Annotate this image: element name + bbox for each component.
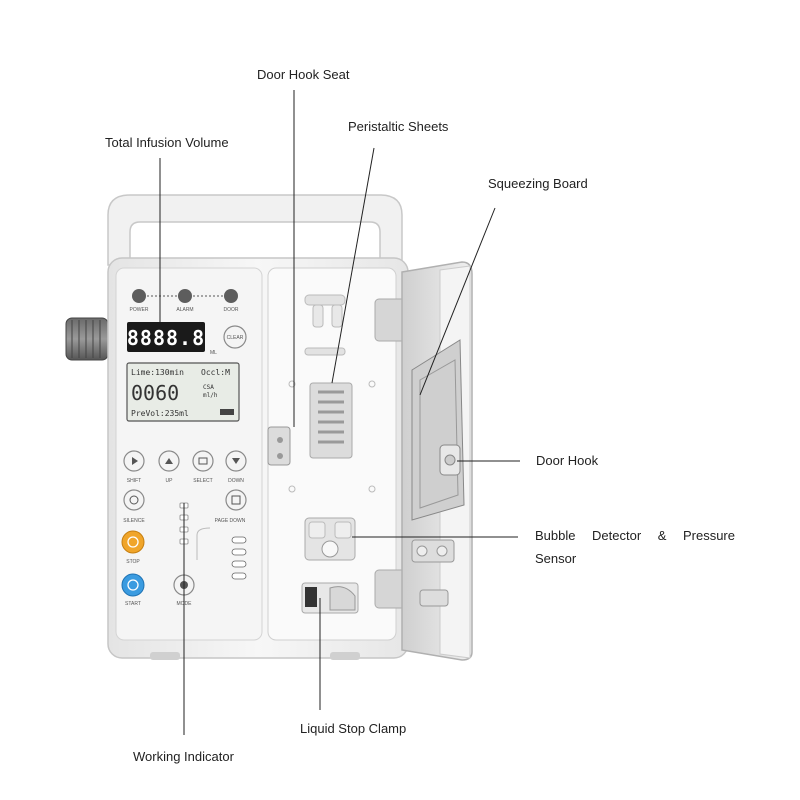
start-button	[121, 573, 145, 597]
device-part: Lime:130min	[131, 368, 184, 377]
device-part	[231, 560, 247, 568]
device-part: DOWN	[228, 478, 244, 484]
device-part: 0060	[131, 381, 179, 405]
device-part	[231, 536, 247, 544]
side-led-stack	[231, 536, 247, 580]
label-door-hook-seat: Door Hook Seat	[257, 67, 350, 82]
device-part	[277, 437, 283, 443]
device-part	[127, 536, 139, 548]
leader-lines	[159, 90, 520, 735]
device-part	[150, 652, 180, 660]
device-part: CSA	[203, 384, 214, 391]
device-part	[436, 545, 448, 557]
device-part	[224, 289, 238, 303]
device-part	[419, 589, 449, 607]
device-part	[196, 527, 211, 560]
door-hook-seat	[267, 426, 291, 466]
carry-handle	[107, 194, 403, 266]
device-part	[312, 304, 324, 328]
device-part	[419, 207, 496, 396]
working-indicator-leds	[179, 502, 211, 560]
device-part	[165, 458, 173, 464]
device-part: SILENCE	[123, 518, 145, 524]
device-part	[225, 489, 247, 511]
device-part: CLEAR	[227, 335, 244, 341]
device-part	[411, 539, 455, 563]
label-peristaltic-sheets: Peristaltic Sheets	[348, 119, 449, 134]
device-part	[132, 289, 146, 303]
device-part: START	[125, 601, 141, 607]
device-part	[132, 457, 138, 465]
status-label-power: POWER	[130, 307, 149, 313]
device-part: STOP	[126, 559, 140, 565]
led-digits: 8888.8	[127, 326, 205, 350]
device-part	[127, 579, 139, 591]
label-bubble-detector-line1: Bubble Detector & Pressure	[535, 528, 735, 543]
label-total-infusion-volume: Total Infusion Volume	[105, 135, 229, 150]
device-part	[288, 485, 296, 493]
device-part	[192, 450, 214, 472]
device-part	[231, 572, 247, 580]
device-part	[304, 347, 346, 356]
device-part	[232, 458, 240, 464]
device-part	[308, 521, 326, 539]
clear-button	[223, 325, 247, 349]
device-part	[331, 147, 375, 384]
lcd-screen	[126, 362, 240, 422]
control-panel	[115, 267, 263, 641]
device-part	[368, 380, 376, 388]
rotary-knob	[65, 317, 109, 361]
label-squeezing-board: Squeezing Board	[488, 176, 588, 191]
device-part	[334, 521, 352, 539]
device-part	[277, 453, 283, 459]
device-part	[178, 289, 192, 303]
led-display	[127, 322, 205, 352]
label-bubble-detector-line2: Sensor	[535, 551, 577, 566]
device-part: ml/h	[203, 392, 218, 399]
label-working-indicator: Working Indicator	[133, 749, 234, 764]
device-part	[330, 652, 360, 660]
device-part	[231, 548, 247, 556]
device-part	[123, 489, 145, 511]
status-label-door: DOOR	[224, 307, 239, 313]
device-part	[288, 380, 296, 388]
device-part	[331, 304, 343, 328]
led-unit-label: ML	[210, 350, 217, 356]
device-part	[444, 454, 456, 466]
device-part: PreVol:235ml	[131, 409, 189, 418]
device-part	[198, 457, 208, 465]
device-part: UP	[166, 478, 174, 484]
device-part	[321, 540, 339, 558]
stop-button	[121, 530, 145, 554]
label-door-hook: Door Hook	[536, 453, 599, 468]
device-part	[329, 586, 356, 611]
device-part: SHIFT	[127, 478, 141, 484]
key-row-1: SHIFT UP SELECT DOWN	[123, 450, 247, 484]
device-part	[231, 495, 241, 505]
device-part: PAGE DOWN	[215, 518, 246, 524]
device-part	[419, 359, 459, 509]
device-part	[318, 390, 344, 444]
device-part: SELECT	[193, 478, 212, 484]
device-part	[416, 545, 428, 557]
label-liquid-stop-clamp: Liquid Stop Clamp	[300, 721, 407, 736]
status-label-alarm: ALARM	[176, 307, 193, 313]
device-part	[368, 485, 376, 493]
device-part	[220, 409, 234, 415]
label-bubble-detector: Bubble Detector & Pressure	[535, 525, 735, 547]
device-part	[304, 294, 346, 306]
device-part: Occl:M	[201, 368, 230, 377]
device-part	[129, 495, 139, 505]
device-part	[305, 587, 317, 607]
